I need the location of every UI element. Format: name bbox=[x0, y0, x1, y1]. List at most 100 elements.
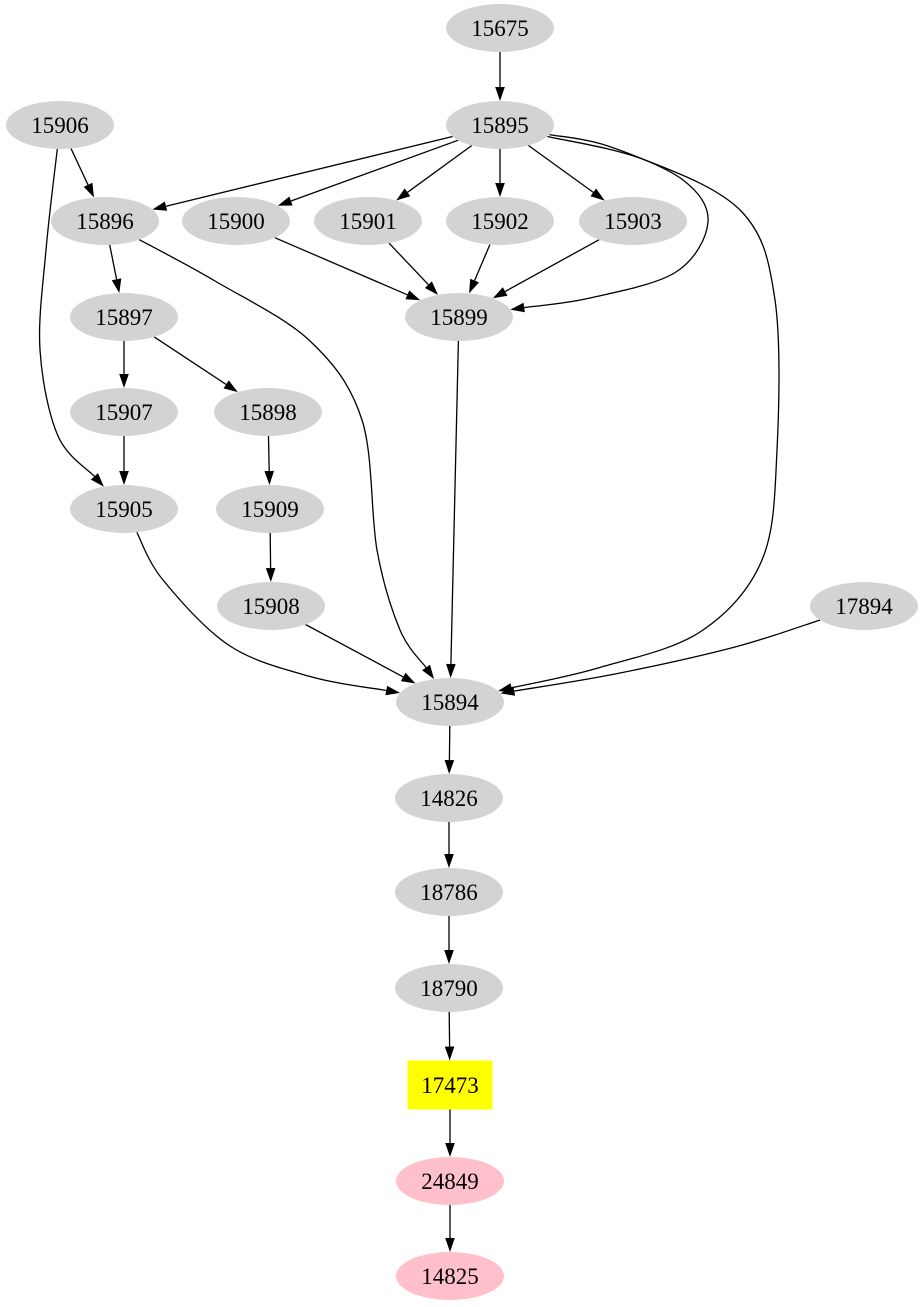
node-shape bbox=[70, 388, 178, 436]
edge-15895-15900 bbox=[277, 139, 459, 206]
node-shape bbox=[217, 582, 325, 630]
arrowhead-icon bbox=[444, 854, 454, 868]
edge-line bbox=[504, 239, 600, 293]
node-15902: 15902 bbox=[446, 197, 554, 245]
edge-15900-15899 bbox=[274, 237, 421, 301]
node-label: 17894 bbox=[835, 594, 893, 619]
node-shape bbox=[182, 197, 290, 245]
arrowhead-icon bbox=[422, 664, 435, 680]
arrowhead-icon bbox=[223, 380, 238, 393]
node-15895: 15895 bbox=[446, 101, 554, 149]
arrowhead-icon bbox=[444, 1046, 455, 1061]
node-shape bbox=[70, 293, 178, 341]
edge-15901-15899 bbox=[388, 242, 438, 295]
node-15905: 15905 bbox=[70, 485, 178, 533]
edge-15906-15905 bbox=[38, 148, 104, 487]
edge-17473-24849 bbox=[445, 1109, 455, 1157]
arrowhead-icon bbox=[385, 685, 400, 696]
edge-17894-15894 bbox=[500, 619, 821, 696]
node-shape bbox=[407, 1060, 493, 1110]
edge-line bbox=[388, 242, 429, 286]
node-shape bbox=[51, 197, 159, 245]
arrowhead-icon bbox=[446, 663, 456, 678]
arrowhead-icon bbox=[590, 188, 605, 201]
node-label: 15906 bbox=[31, 113, 89, 138]
edge-line bbox=[38, 148, 95, 477]
arrowhead-icon bbox=[445, 1143, 455, 1157]
arrowhead-icon bbox=[495, 183, 505, 197]
edge-15905-15894 bbox=[136, 532, 400, 696]
node-label: 15675 bbox=[471, 16, 529, 41]
node-label: 15899 bbox=[430, 305, 488, 330]
node-15898: 15898 bbox=[214, 388, 322, 436]
node-shape bbox=[579, 197, 687, 245]
edge-15895-15901 bbox=[396, 144, 473, 201]
node-label: 17473 bbox=[421, 1073, 479, 1098]
edge-line bbox=[450, 340, 460, 665]
edge-15895-15902 bbox=[495, 149, 505, 197]
arrowhead-icon bbox=[492, 287, 508, 299]
edge-15898-15909 bbox=[264, 435, 274, 485]
node-shape bbox=[6, 101, 114, 149]
node-shape bbox=[446, 4, 554, 52]
edge-15908-15894 bbox=[305, 623, 416, 684]
arrowhead-icon bbox=[111, 278, 122, 294]
node-label: 15902 bbox=[471, 209, 529, 234]
arrowhead-icon bbox=[83, 182, 94, 198]
edge-line bbox=[514, 619, 821, 692]
node-shape bbox=[216, 485, 324, 533]
node-shape bbox=[395, 774, 503, 822]
arrowhead-icon bbox=[152, 201, 168, 211]
edge-layer bbox=[38, 52, 821, 1252]
node-15901: 15901 bbox=[314, 197, 422, 245]
arrowhead-icon bbox=[119, 471, 129, 485]
edge-line bbox=[524, 133, 709, 309]
edge-line bbox=[527, 144, 594, 193]
node-label: 15909 bbox=[241, 497, 299, 522]
node-label: 14826 bbox=[420, 786, 478, 811]
node-15896: 15896 bbox=[51, 197, 159, 245]
node-15903: 15903 bbox=[579, 197, 687, 245]
edge-15895-15896 bbox=[152, 135, 453, 211]
node-15907: 15907 bbox=[70, 388, 178, 436]
edge-15903-15899 bbox=[492, 239, 600, 299]
arrowhead-icon bbox=[90, 473, 104, 487]
arrowhead-icon bbox=[405, 290, 421, 301]
arrowhead-icon bbox=[264, 470, 274, 485]
arrowhead-icon bbox=[444, 760, 455, 774]
node-shape bbox=[405, 293, 513, 341]
node-15909: 15909 bbox=[216, 485, 324, 533]
arrowhead-icon bbox=[444, 950, 454, 964]
edge-15896-15894 bbox=[138, 239, 435, 680]
node-14826: 14826 bbox=[395, 774, 503, 822]
edge-line bbox=[136, 532, 387, 692]
arrowhead-icon bbox=[396, 188, 411, 201]
node-14825: 14825 bbox=[396, 1252, 504, 1300]
node-shape bbox=[396, 1157, 504, 1205]
node-label: 14825 bbox=[421, 1264, 479, 1289]
node-label: 24849 bbox=[421, 1169, 479, 1194]
edge-15906-15896 bbox=[70, 148, 94, 198]
arrowhead-icon bbox=[119, 374, 129, 388]
node-label: 15903 bbox=[604, 209, 662, 234]
node-shape bbox=[396, 678, 504, 726]
edge-24849-14825 bbox=[445, 1205, 455, 1252]
edge-15897-15898 bbox=[153, 336, 238, 393]
arrowhead-icon bbox=[510, 302, 525, 313]
edge-15675-15895 bbox=[495, 52, 505, 101]
edge-15895-15903 bbox=[527, 144, 605, 201]
edge-15902-15899 bbox=[469, 244, 491, 294]
node-label: 15896 bbox=[76, 209, 134, 234]
node-18786: 18786 bbox=[395, 868, 503, 916]
arrowhead-icon bbox=[495, 87, 505, 101]
edge-line bbox=[70, 148, 89, 186]
node-shape bbox=[446, 101, 554, 149]
node-label: 15900 bbox=[207, 209, 265, 234]
edge-line bbox=[109, 244, 118, 280]
node-shape bbox=[810, 582, 918, 630]
edge-line bbox=[511, 135, 780, 689]
edge-15897-15907 bbox=[119, 341, 129, 388]
edge-15894-14826 bbox=[444, 725, 455, 774]
